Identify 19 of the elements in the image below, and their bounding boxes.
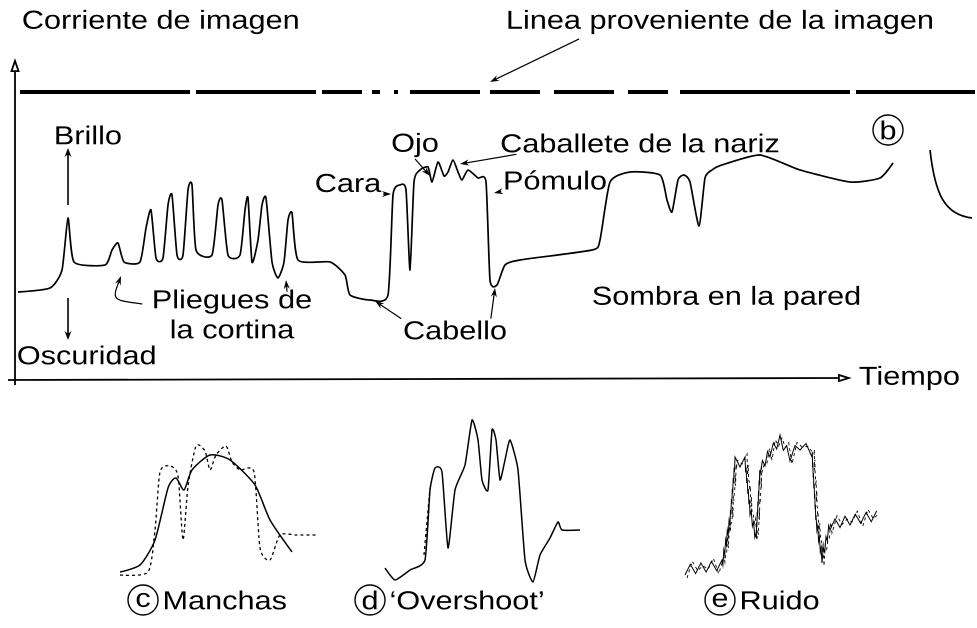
circled-letter: b [872, 114, 904, 146]
label-text: Oscuridad [18, 345, 155, 365]
callout-text: Cara [316, 174, 382, 192]
callout-text: Caballete de la nariz [502, 133, 778, 153]
callout-text: Pómulo [506, 170, 606, 190]
callout-text: Pliegues de la cortina [154, 289, 311, 339]
node-label: Ruido [742, 590, 818, 610]
label-text: Tiempo [860, 366, 959, 390]
label-text: Sombra en la pared [593, 286, 860, 310]
circled-letter: d [354, 584, 386, 616]
label-text: Brillo [56, 125, 121, 145]
callout-text: Ojo [392, 132, 438, 158]
callout-text: Linea proveniente de la imagen [508, 10, 932, 34]
circled-letter: e [704, 584, 736, 616]
circled-letter: c [127, 584, 159, 616]
node-label: Manchas [165, 590, 286, 610]
label-text: Corriente de imagen [23, 10, 298, 34]
callout-text: Cabello [404, 320, 506, 340]
node-label: ‘Overshoot’ [391, 590, 543, 610]
